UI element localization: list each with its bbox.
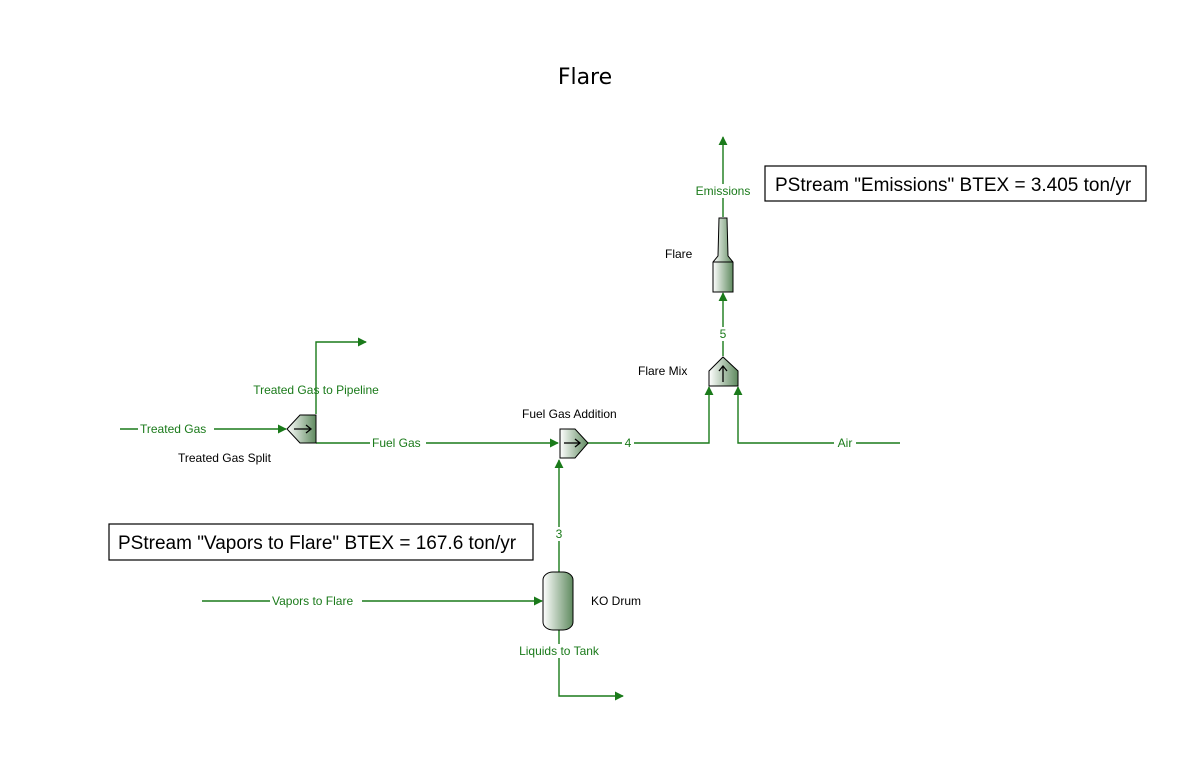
equipment-label-fuel-gas-addition: Fuel Gas Addition	[522, 407, 617, 421]
callout-emissions-btex: PStream "Emissions" BTEX = 3.405 ton/yr	[764, 165, 1147, 202]
stream-label-emissions: Emissions	[696, 184, 751, 198]
equipment-label-ko-drum: KO Drum	[591, 594, 641, 608]
stream-label-fuel-gas: Fuel Gas	[372, 436, 421, 450]
flare-mix-unit[interactable]	[708, 356, 739, 387]
equipment-label-flare-mix: Flare Mix	[638, 364, 687, 378]
stream-label-treated-gas: Treated Gas	[140, 422, 206, 436]
stream-label-air: Air	[838, 436, 853, 450]
stream-liquids-to-tank[interactable]	[558, 630, 624, 701]
fuel-gas-addition-unit[interactable]	[559, 428, 589, 459]
ko-drum-vessel[interactable]	[542, 571, 574, 631]
callout-vapors-to-flare-btex: PStream "Vapors to Flare" BTEX = 167.6 t…	[108, 523, 534, 561]
callout-vapors-to-flare-text: PStream "Vapors to Flare" BTEX = 167.6 t…	[118, 533, 517, 554]
callout-emissions-text: PStream "Emissions" BTEX = 3.405 ton/yr	[775, 175, 1132, 196]
stream-label-treated-gas-to-pipeline: Treated Gas to Pipeline	[253, 383, 379, 397]
treated-gas-split-unit[interactable]	[286, 414, 317, 444]
stream-treated-gas-to-pipeline[interactable]	[315, 337, 367, 414]
stream-label-4: 4	[625, 436, 632, 450]
equipment-label-flare: Flare	[665, 247, 693, 261]
diagram-title: Flare	[558, 65, 612, 90]
stream-label-5: 5	[720, 327, 727, 341]
flare-stack-unit[interactable]	[712, 217, 734, 293]
stream-label-3: 3	[556, 527, 563, 541]
stream-air[interactable]	[733, 386, 900, 444]
equipment-label-treated-gas-split: Treated Gas Split	[178, 451, 272, 465]
stream-label-vapors-to-flare: Vapors to Flare	[272, 594, 353, 608]
stream-label-liquids-to-tank: Liquids to Tank	[519, 644, 600, 658]
